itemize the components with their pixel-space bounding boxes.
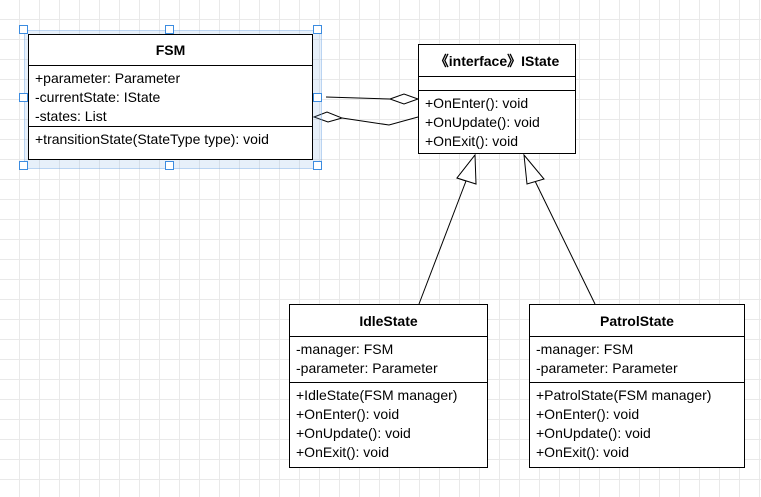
resize-handle-w[interactable] bbox=[19, 93, 28, 102]
attribute: +parameter: Parameter bbox=[35, 70, 181, 86]
attribute: -states: List bbox=[35, 108, 107, 124]
class-methods: +transitionState(StateType type): void bbox=[29, 127, 312, 152]
method: +OnUpdate(): void bbox=[425, 114, 540, 130]
class-methods: +OnEnter(): void +OnUpdate(): void +OnEx… bbox=[419, 91, 575, 154]
interface-istate[interactable]: 《interface》IState +OnEnter(): void +OnUp… bbox=[418, 44, 576, 154]
resize-handle-n[interactable] bbox=[165, 25, 174, 34]
aggregation-diamond-1 bbox=[388, 93, 420, 105]
resize-handle-ne[interactable] bbox=[313, 25, 322, 34]
class-name: PatrolState bbox=[530, 305, 744, 337]
method: +OnEnter(): void bbox=[296, 406, 400, 422]
aggregation-edge-2[interactable] bbox=[312, 111, 419, 126]
method: +OnEnter(): void bbox=[536, 406, 640, 422]
class-name: FSM bbox=[29, 35, 312, 66]
aggregation-edge-1[interactable] bbox=[325, 93, 420, 105]
method: +IdleState(FSM manager) bbox=[296, 387, 458, 403]
class-attributes: -manager: FSM -parameter: Parameter bbox=[290, 337, 487, 383]
class-idlestate[interactable]: IdleState -manager: FSM -parameter: Para… bbox=[289, 304, 488, 468]
method: +transitionState(StateType type): void bbox=[35, 131, 269, 147]
realization-arrowhead-patrol bbox=[523, 153, 545, 185]
realization-edge-patrol[interactable] bbox=[523, 153, 596, 305]
class-name: 《interface》IState bbox=[419, 45, 575, 77]
attribute: -parameter: Parameter bbox=[296, 360, 438, 376]
resize-handle-sw[interactable] bbox=[19, 161, 28, 170]
resize-handle-se[interactable] bbox=[313, 161, 322, 170]
method: +OnExit(): void bbox=[296, 444, 389, 460]
attribute: -currentState: IState bbox=[35, 89, 161, 105]
class-methods: +IdleState(FSM manager) +OnEnter(): void… bbox=[290, 383, 487, 465]
attribute: -manager: FSM bbox=[296, 341, 394, 357]
aggregation-diamond-2 bbox=[312, 111, 344, 123]
class-methods: +PatrolState(FSM manager) +OnEnter(): vo… bbox=[530, 383, 744, 465]
resize-handle-s[interactable] bbox=[165, 161, 174, 170]
attribute: -manager: FSM bbox=[536, 341, 634, 357]
method: +OnEnter(): void bbox=[425, 95, 529, 111]
class-fsm[interactable]: FSM +parameter: Parameter -currentState:… bbox=[28, 34, 313, 160]
class-attributes bbox=[419, 77, 575, 91]
attribute: -parameter: Parameter bbox=[536, 360, 678, 376]
class-attributes: -manager: FSM -parameter: Parameter bbox=[530, 337, 744, 383]
class-patrolstate[interactable]: PatrolState -manager: FSM -parameter: Pa… bbox=[529, 304, 745, 468]
method: +OnUpdate(): void bbox=[296, 425, 411, 441]
resize-handle-nw[interactable] bbox=[19, 25, 28, 34]
class-attributes: +parameter: Parameter -currentState: ISt… bbox=[29, 66, 312, 127]
method: +PatrolState(FSM manager) bbox=[536, 387, 712, 403]
method: +OnUpdate(): void bbox=[536, 425, 651, 441]
realization-edge-idle[interactable] bbox=[418, 153, 477, 305]
method: +OnExit(): void bbox=[536, 444, 629, 460]
method: +OnExit(): void bbox=[425, 133, 518, 149]
class-name: IdleState bbox=[290, 305, 487, 337]
resize-handle-e[interactable] bbox=[313, 93, 322, 102]
